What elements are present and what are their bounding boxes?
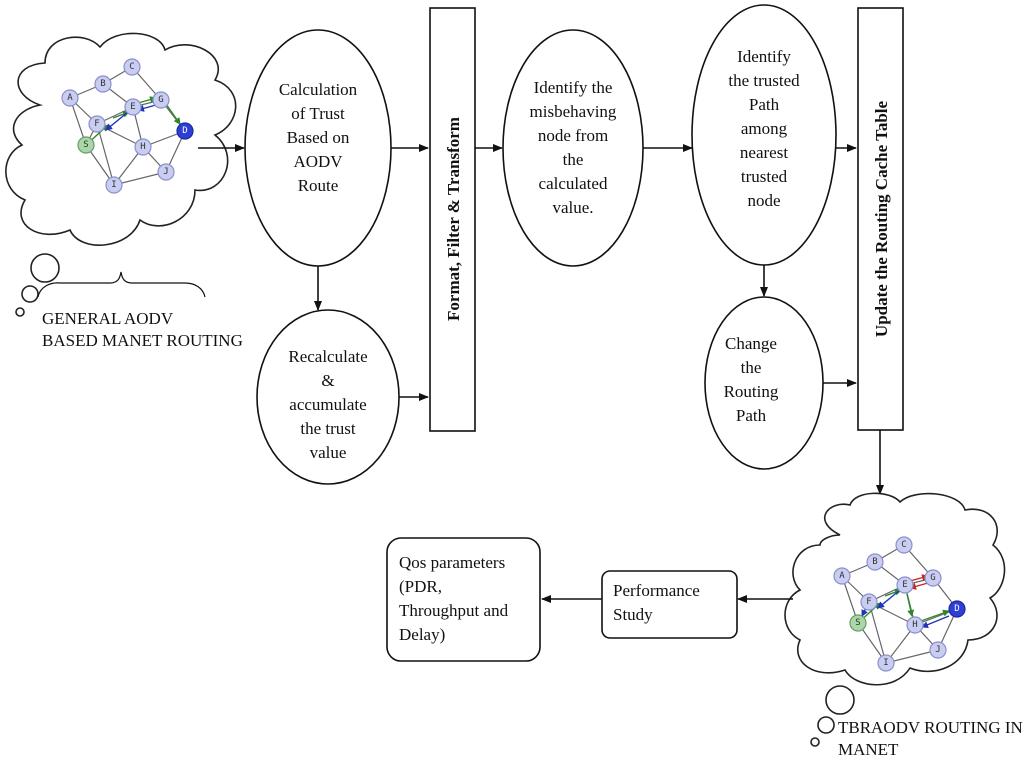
network-graph-general: A B C E F G H I J S D: [61, 58, 194, 194]
recalc-line-3: accumulate: [289, 395, 366, 414]
misb-line-6: value.: [552, 198, 593, 217]
node-e: E: [130, 102, 135, 112]
calc-line-1: Calculation: [279, 80, 358, 99]
performance-study-box: Performance Study: [601, 570, 738, 639]
perf-line-2: Study: [613, 605, 653, 624]
recalc-node: Recalculate & accumulate the trust value: [256, 309, 400, 485]
trusted-line-1: Identify: [737, 47, 791, 66]
caption-general-2: BASED MANET ROUTING: [42, 331, 243, 350]
identify-trusted-node: Identify the trusted Path among nearest …: [691, 4, 837, 266]
node-d: D: [182, 126, 187, 136]
change-line-1: Change: [725, 334, 777, 353]
qos-parameters-box: Qos parameters (PDR, Throughput and Dela…: [386, 537, 541, 662]
calc-trust-node: Calculation of Trust Based on AODV Route: [244, 29, 392, 267]
trusted-line-2: the trusted: [728, 71, 800, 90]
node-j: J: [935, 645, 940, 655]
caption-tbraodv-2: MANET: [838, 740, 899, 759]
node-f: F: [94, 119, 99, 129]
node-c: C: [901, 540, 906, 550]
misb-line-2: misbehaving: [530, 102, 617, 121]
calc-line-2: of Trust: [291, 104, 345, 123]
format-filter-transform-box: Format, Filter & Transform: [429, 7, 476, 432]
trusted-line-6: trusted: [741, 167, 788, 186]
node-s: S: [83, 140, 88, 150]
trusted-line-4: among: [741, 119, 788, 138]
update-routing-cache-box: Update the Routing Cache Table: [857, 7, 904, 431]
node-a: A: [839, 571, 845, 581]
recalc-line-1: Recalculate: [288, 347, 367, 366]
calc-line-4: AODV: [293, 152, 343, 171]
change-line-3: Routing: [724, 382, 779, 401]
node-a: A: [67, 93, 73, 103]
trusted-line-5: nearest: [740, 143, 788, 162]
node-h: H: [140, 142, 145, 152]
node-b: B: [100, 79, 105, 89]
network-graph-tbraodv: A B C E F G H I J S D: [833, 536, 966, 672]
change-path-node: Change the Routing Path: [704, 296, 824, 470]
caption-tbraodv-1: TBRAODV ROUTING IN: [838, 718, 1023, 737]
node-i: I: [883, 658, 888, 668]
node-j: J: [163, 167, 168, 177]
node-d: D: [954, 604, 959, 614]
node-g: G: [930, 573, 935, 583]
recalc-line-5: value: [310, 443, 347, 462]
brace: [37, 271, 206, 298]
node-g: G: [158, 95, 163, 105]
calc-line-5: Route: [298, 176, 339, 195]
recalc-line-4: the trust: [300, 419, 356, 438]
change-line-4: Path: [736, 406, 767, 425]
node-e: E: [902, 580, 907, 590]
misb-line-5: calculated: [539, 174, 608, 193]
node-s: S: [855, 618, 860, 628]
update-box-label: Update the Routing Cache Table: [872, 100, 891, 337]
trusted-line-3: Path: [749, 95, 780, 114]
misb-line-1: Identify the: [534, 78, 613, 97]
perf-line-1: Performance: [613, 581, 700, 600]
identify-misbehaving-node: Identify the misbehaving node from the c…: [502, 29, 644, 267]
node-c: C: [129, 62, 134, 72]
node-i: I: [111, 180, 116, 190]
cloud-general-aodv: A B C E F G H I J S D GENERAL AODV BASED…: [5, 32, 243, 350]
qos-line-3: Throughput and: [399, 601, 509, 620]
cloud-tbraodv: A B C E F G H I J S D TBRAODV ROUTING IN…: [784, 492, 1023, 759]
caption-general-1: GENERAL AODV: [42, 309, 174, 328]
qos-line-2: (PDR,: [399, 577, 442, 596]
node-b: B: [872, 557, 877, 567]
qos-line-1: Qos parameters: [399, 553, 505, 572]
change-line-2: the: [741, 358, 762, 377]
misb-line-4: the: [563, 150, 584, 169]
calc-line-3: Based on: [287, 128, 350, 147]
qos-line-4: Delay): [399, 625, 445, 644]
node-f: F: [866, 597, 871, 607]
recalc-line-2: &: [321, 371, 334, 390]
format-box-label: Format, Filter & Transform: [444, 117, 463, 321]
trusted-line-7: node: [747, 191, 780, 210]
misb-line-3: node from: [538, 126, 608, 145]
node-h: H: [912, 620, 917, 630]
